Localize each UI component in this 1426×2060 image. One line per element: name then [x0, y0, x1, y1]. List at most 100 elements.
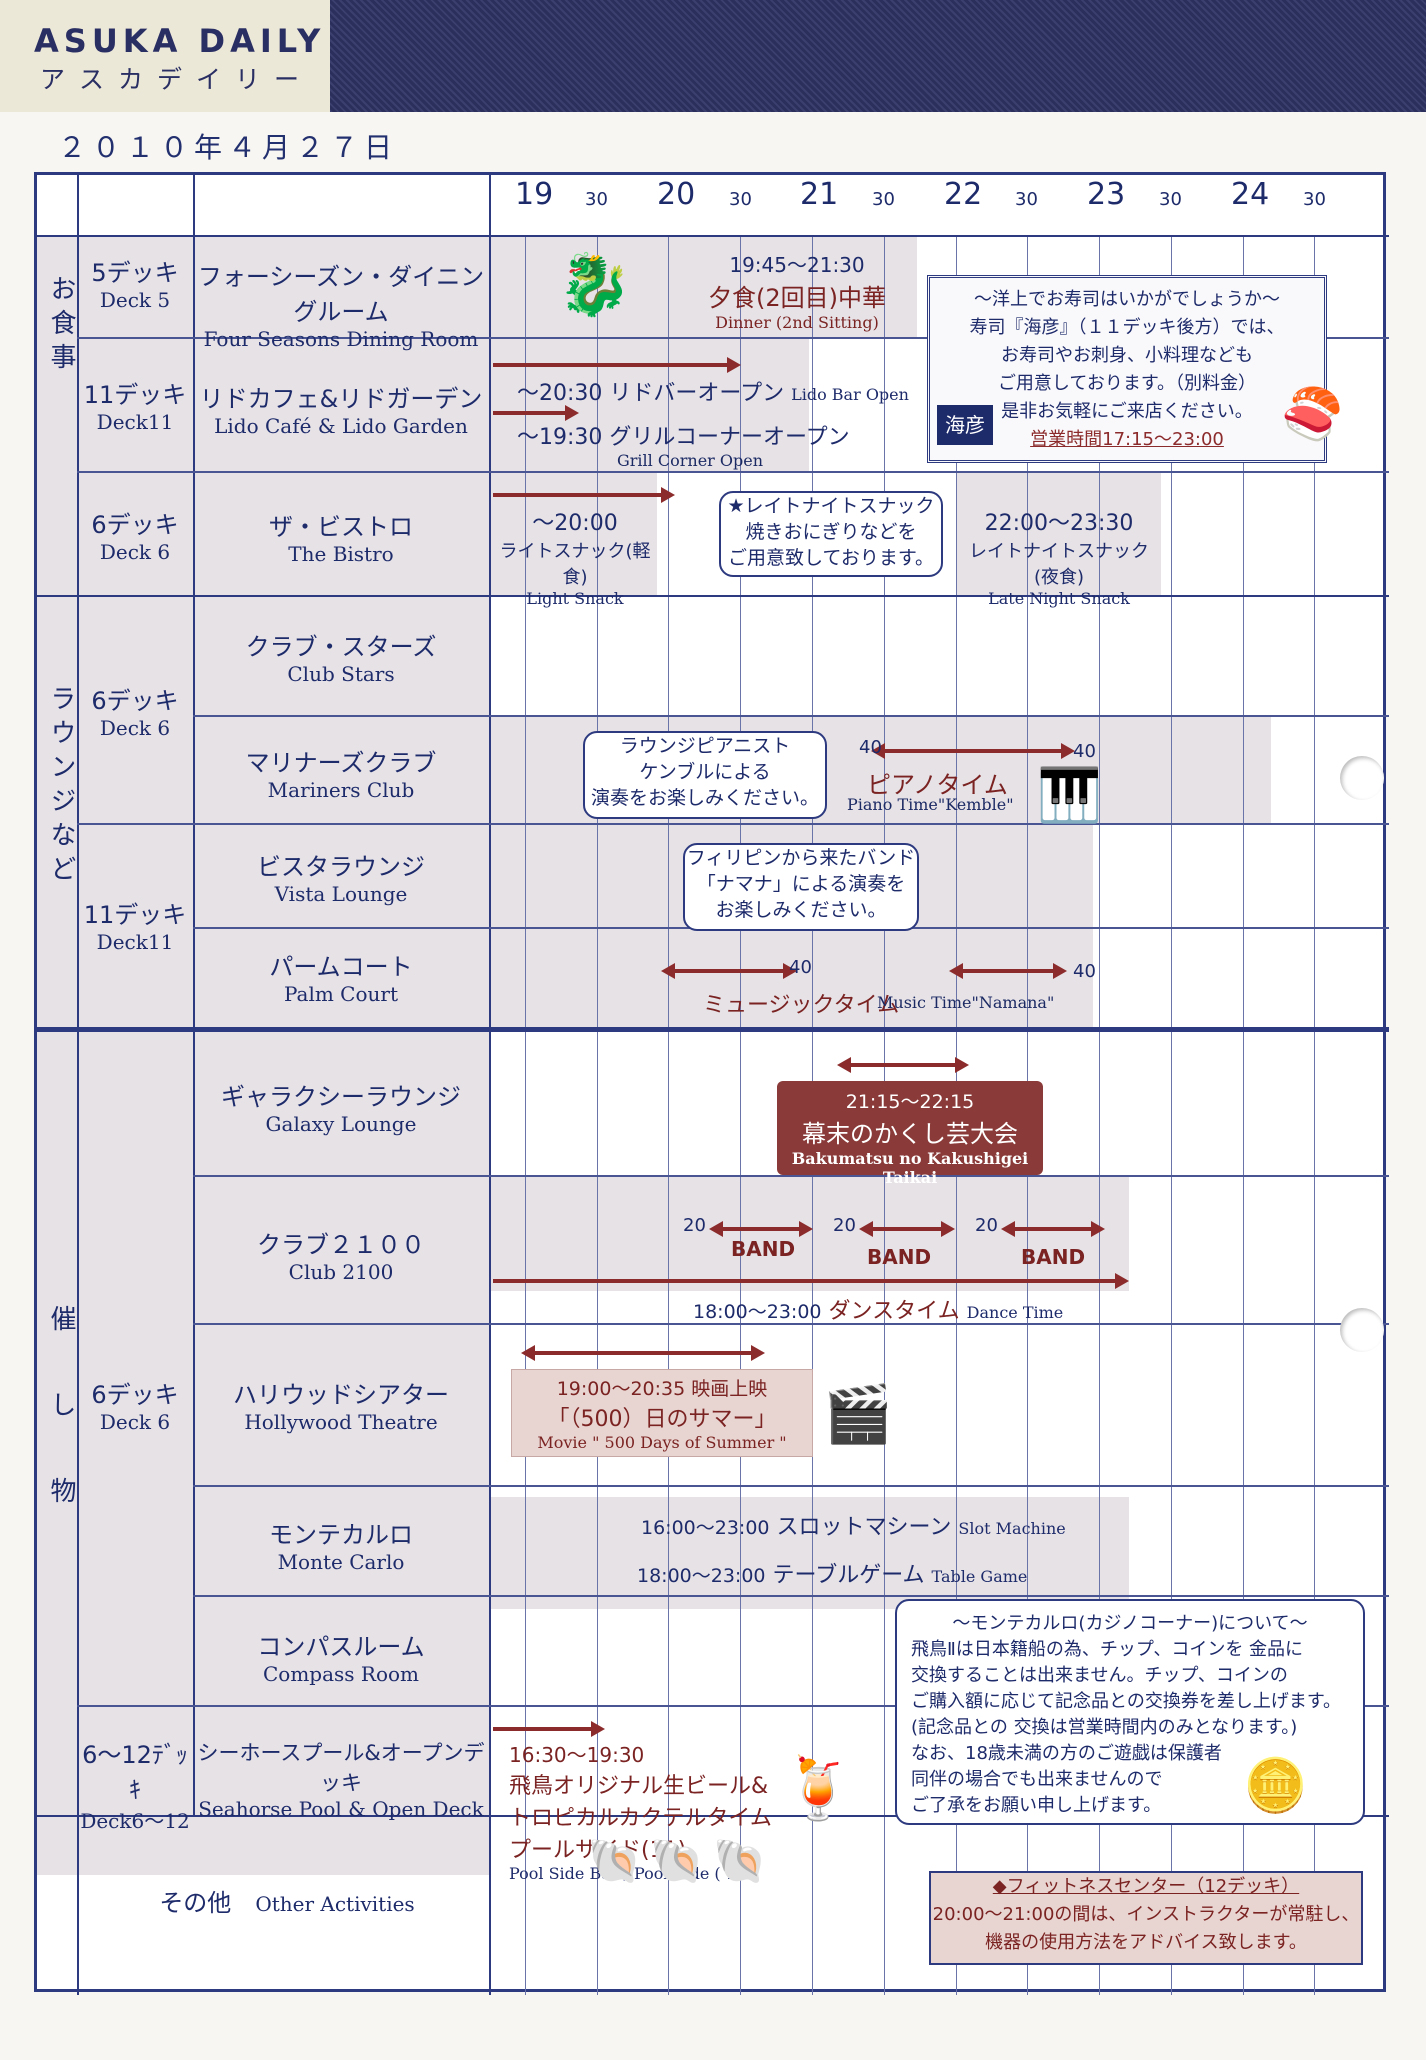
dinner-event: 19:45～21:30 夕食(2回目)中華 Dinner (2nd Sittin… [708, 253, 886, 332]
band-arrow-3 [1001, 1221, 1105, 1237]
band-label-2: BAND [867, 1245, 932, 1269]
hour-24: 24 [1231, 177, 1270, 212]
header-pattern-band [330, 0, 1426, 112]
deck-column [77, 235, 193, 1875]
music-end-1: 40 [789, 957, 812, 978]
piano-bubble: ラウンジピアニスト ケンブルによる 演奏をお楽しみください。 [583, 731, 827, 819]
music-time-label: ミュージックタイム [703, 993, 900, 1018]
half-19: 30 [585, 189, 608, 210]
music-arrow-2 [949, 963, 1067, 979]
music-end-2: 40 [1073, 961, 1096, 982]
hour-21: 21 [800, 177, 839, 212]
sushi-logo: 海彦 [937, 405, 993, 445]
band-bubble: フィリピンから来たバンド 「ナマナ」による演奏を お楽しみください。 [683, 843, 919, 931]
brand-name-en: ASUKA DAILY [34, 22, 326, 60]
dinner-band [489, 235, 917, 337]
half-21: 30 [872, 189, 895, 210]
lido-bar-arrow [493, 357, 741, 373]
hour-22: 22 [944, 177, 983, 212]
schedule-date: ２０１０年４月２７日 [58, 131, 399, 164]
piano-time-en: Piano Time"Kemble" [847, 795, 1014, 814]
dance-event: 18:00～23:00 ダンスタイム Dance Time [693, 1299, 1064, 1324]
casino-band [489, 1497, 1129, 1609]
light-snack-band [489, 471, 657, 595]
galaxy-arrow [837, 1057, 969, 1073]
dance-arrow [493, 1273, 1129, 1289]
light-snack-arrow [493, 487, 675, 503]
half-22: 30 [1015, 189, 1038, 210]
piano-icon: 🎹 [1037, 766, 1102, 826]
piano-arrow [871, 743, 1075, 759]
piano-start: 40 [859, 737, 882, 758]
late-snack-band [957, 471, 1161, 595]
casino-chips-icon: 🪙 [1243, 1756, 1308, 1816]
venue-column [193, 235, 489, 1875]
binder-hole [1340, 1308, 1384, 1352]
band-start-3: 20 [975, 1215, 998, 1236]
piano-end: 40 [1073, 741, 1096, 762]
grill-event-en: Grill Corner Open [617, 451, 764, 470]
category-events: 催し物 [46, 1305, 76, 1563]
lido-bar-event: ～20:30 リドバーオープン Lido Bar Open [517, 381, 909, 406]
band-arrow-1 [709, 1221, 813, 1237]
other-activities-label: その他 Other Activities [159, 1889, 415, 1917]
sushi-note: ～洋上でお寿司はいかがでしょうか～ 寿司『海彦』（１１デッキ後方）では、 お寿司… [927, 275, 1327, 463]
grill-arrow [493, 405, 579, 421]
light-snack-event: ～20:00 ライトスナック(軽食) Light Snack [499, 511, 651, 608]
music-time-en: Music Time"Namana" [877, 993, 1055, 1012]
clapperboard-icon: 🎬 [823, 1382, 893, 1447]
half-20: 30 [729, 189, 752, 210]
dragon-icon: 🐉 [557, 250, 632, 320]
movie-event: 19:00～20:35 映画上映 「（500）日のサマー」 Movie " 50… [511, 1369, 813, 1457]
music-arrow-1 [661, 963, 797, 979]
table-game-event: 18:00～23:00 テーブルゲーム Table Game [637, 1563, 1028, 1588]
category-lounge: ラウンジなど [46, 685, 76, 889]
band-start-1: 20 [683, 1215, 706, 1236]
movie-arrow [521, 1345, 765, 1361]
fitness-note: ◆フィットネスセンター（12デッキ） 20:00～21:00の間は、インストラク… [929, 1871, 1363, 1965]
half-24: 30 [1303, 189, 1326, 210]
shells-decoration-icon: 🐚🐚🐚 [587, 1836, 776, 1887]
schedule-table: 19 30 20 30 21 30 22 30 23 30 24 30 お食事 … [34, 172, 1389, 1995]
band-start-2: 20 [833, 1215, 856, 1236]
sushi-icon: 🍣 [1281, 385, 1344, 443]
band-label-3: BAND [1021, 1245, 1086, 1269]
brand-name-jp: アスカデイリー [40, 65, 314, 94]
piano-time-label: ピアノタイム [867, 771, 1008, 799]
band-label-1: BAND [731, 1237, 796, 1261]
category-column [37, 235, 77, 1875]
hour-20: 20 [657, 177, 696, 212]
casino-note: ～モンテカルロ(カジノコーナー)について～ 飛鳥Ⅱは日本籍船の為、チップ、コイン… [895, 1599, 1365, 1825]
binder-hole [1340, 756, 1384, 800]
band-arrow-2 [859, 1221, 955, 1237]
lido-band [489, 337, 809, 471]
pool-event: 16:30～19:30 飛鳥オリジナル生ビール& トロピカルカクテルタイム プー… [509, 1743, 772, 1883]
half-23: 30 [1159, 189, 1182, 210]
grill-event: ～19:30 グリルコーナーオープン [517, 425, 850, 450]
header-logo-area [0, 0, 330, 112]
late-snack-event: 22:00～23:30 レイトナイトスナック(夜食) Late Night Sn… [969, 511, 1149, 608]
cocktail-icon: 🍹 [781, 1754, 856, 1824]
galaxy-event: 21:15～22:15 幕末のかくし芸大会 Bakumatsu no Kakus… [777, 1081, 1043, 1187]
slot-event: 16:00～23:00 スロットマシーン Slot Machine [641, 1515, 1066, 1540]
late-snack-bubble: ★レイトナイトスナック 焼きおにぎりなどを ご用意致しております。 [719, 491, 943, 577]
